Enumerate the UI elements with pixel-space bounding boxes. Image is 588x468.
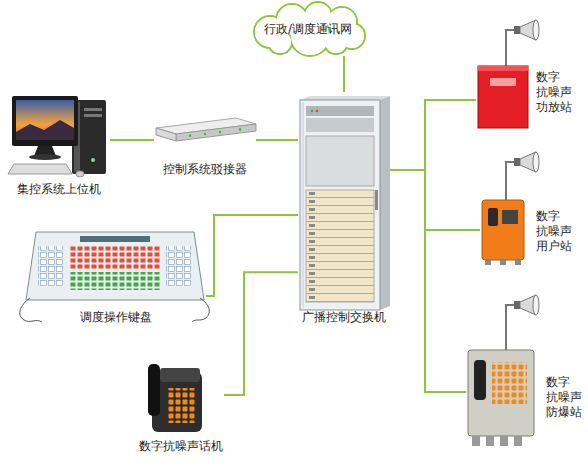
amplifier-station: 数字 抗噪声 功放站 <box>476 62 582 134</box>
device-label: 数字 抗噪声 功放站 <box>536 70 582 115</box>
module-rack <box>306 190 374 302</box>
status-led <box>219 131 221 133</box>
user-station-illustration <box>482 152 539 265</box>
host-computer: 集控系统上位机 <box>8 92 110 200</box>
equipment-unit <box>306 106 374 116</box>
pc-mouse <box>76 171 84 177</box>
monitor-screen <box>16 100 74 140</box>
status-led <box>239 128 241 130</box>
explosion-proof-station: 数字 抗噪声 防爆站 <box>466 345 586 445</box>
status-led <box>311 110 314 113</box>
cabinet-lip <box>478 66 528 71</box>
horn-mouth <box>533 295 539 315</box>
status-led <box>316 110 319 113</box>
cable-gland <box>472 436 480 446</box>
signal-wire <box>110 139 154 141</box>
device-label: 广播控制交换机 <box>298 310 390 325</box>
device-label: 数字抗噪声话机 <box>138 439 224 454</box>
noise-cancelling-phone: 数字抗噪声话机 <box>138 355 224 455</box>
keypad <box>502 210 518 224</box>
rack-end <box>156 128 176 141</box>
pc-keyboard <box>8 164 72 174</box>
device-label: 控制系统驳接器 <box>154 162 256 177</box>
horn-bracket <box>506 162 516 200</box>
drive-slot <box>84 108 102 111</box>
power-led <box>91 158 95 162</box>
signal-wire <box>390 100 476 170</box>
screen-hills <box>16 120 74 140</box>
monitor-base <box>29 154 61 160</box>
handset <box>474 360 486 400</box>
monitor-frame <box>12 96 78 146</box>
signal-wire <box>390 170 466 392</box>
device-label: 调度操作键盘 <box>26 310 206 325</box>
horn-mouth <box>533 20 539 40</box>
steel-enclosure <box>468 350 534 436</box>
telephone-illustration <box>148 364 202 432</box>
broadcast-switch: 广播控制交换机 <box>298 92 390 326</box>
right-keypad <box>166 246 192 286</box>
user-station: 数字 抗噪声 用户站 <box>480 195 582 267</box>
horn-bracket <box>506 30 516 66</box>
name-plate <box>490 78 516 86</box>
phone-keypad <box>168 388 196 423</box>
red-cabinet <box>478 66 528 128</box>
cabinet-side <box>380 96 390 310</box>
status-led <box>189 135 191 137</box>
horn-driver <box>514 158 520 166</box>
phone-handset <box>148 364 160 416</box>
device-label: 数字 抗噪声 防爆站 <box>546 375 586 420</box>
dispatch-keyboard: 调度操作键盘 <box>26 228 206 328</box>
console-display <box>80 236 150 242</box>
signal-wire <box>224 272 298 395</box>
cable-gland <box>500 260 506 265</box>
horn-driver <box>514 26 520 34</box>
device-label: 集控系统上位机 <box>8 182 110 197</box>
orange-cabinet <box>482 200 524 260</box>
device-label: 数字 抗噪声 用户站 <box>536 209 582 254</box>
signal-wire <box>390 170 480 230</box>
control-adapter: 控制系统驳接器 <box>154 112 256 182</box>
explosion-proof-station-illustration <box>468 295 539 446</box>
handset <box>488 208 498 226</box>
door-handle <box>375 190 378 210</box>
horn-driver <box>514 301 520 309</box>
handset-cord <box>192 298 209 322</box>
left-keypad <box>38 246 64 286</box>
drive-slot <box>84 114 102 117</box>
cabinet-top <box>300 96 390 100</box>
cabinet-illustration <box>300 96 390 310</box>
red-key-block <box>70 246 161 270</box>
signal-wire <box>206 215 298 296</box>
status-led <box>204 133 206 135</box>
cable-gland <box>515 260 521 265</box>
cable-gland <box>486 436 494 446</box>
signal-wire <box>343 56 345 92</box>
network-cloud: 行政/调度通讯网 <box>250 4 366 56</box>
cable-gland <box>514 436 522 446</box>
signal-wire <box>256 139 298 141</box>
green-key-block <box>70 272 161 290</box>
cable-gland <box>485 260 491 265</box>
keypad <box>492 362 527 404</box>
adapter-illustration <box>156 118 256 141</box>
horn-bracket <box>506 305 516 350</box>
horn-mouth <box>533 152 539 172</box>
cabinet-front <box>300 100 380 310</box>
dispatch-keyboard-illustration <box>20 232 210 322</box>
rack-front <box>176 124 256 141</box>
blank-panel <box>306 136 374 186</box>
handset-cord <box>20 298 42 322</box>
door-edge <box>303 102 304 308</box>
computer-illustration <box>8 96 106 177</box>
device-label: 行政/调度通讯网 <box>250 22 366 37</box>
cable-gland <box>500 436 508 446</box>
phone-hood <box>160 368 200 382</box>
amplifier-station-illustration <box>478 20 539 128</box>
console-body <box>26 232 204 300</box>
equipment-unit <box>306 118 374 132</box>
